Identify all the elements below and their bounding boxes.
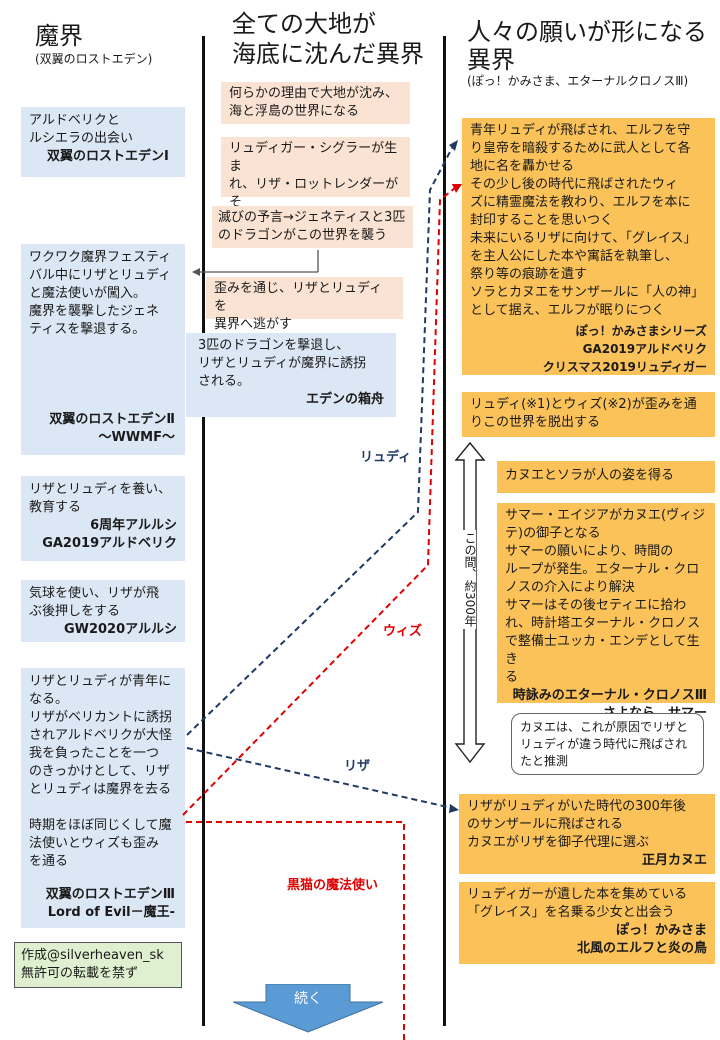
left-column-title: 魔界 [35,22,83,50]
middle-box-5-text: 3匹のドラゴンを撃退し、 リザとリュディが魔界に誘拐 される。 [198,338,367,389]
left-box-5-text: リザとリュディが青年に なる。 リザがベリカントに誘拐 されアルドベリクが大怪 … [29,674,173,869]
right-box-6: リザがリュディがいた時代の300年後 のサンザールに飛ばされる カヌエがリザを御… [459,794,715,874]
left-box-1-work: 双翼のロストエデンⅠ [47,149,169,164]
right-box-6-text: リザがリュディがいた時代の300年後 のサンザールに飛ばされる カヌエがリザを御… [467,799,686,850]
left-box-3-text: リザとリュディを養い、 教育する [29,482,172,515]
column-divider-right [443,36,446,1026]
connector-to-box-arrowhead [192,268,200,276]
left-box-1-text: アルドベリクと ルシエラの出会い [29,113,134,146]
left-box-5: リザとリュディが青年に なる。 リザがベリカントに誘拐 されアルドベリクが大怪 … [21,668,185,928]
middle-box-1: 何らかの理由で大地が沈み、 海と浮島の世界になる [221,82,410,124]
left-box-4-work: GW2020アルルシ [63,622,177,637]
right-column-title-1: 人々の願いが形になる [467,18,707,46]
middle-box-5-work: エデンの箱舟 [305,392,384,407]
timespan-label-text: この間、約300年 [463,530,477,629]
middle-box-2: リュディガー・シグラーが生ま れ、リザ・ロットレンダーがそ の婚約者となる [221,137,410,228]
column-divider-left [202,36,205,1026]
lydi-path-arrowhead [449,140,458,151]
right-box-7-text: リュディガーが遺した本を集めている 「グレイス」を名乗る少女と出会う [467,887,688,920]
right-box-6-work: 正月カヌエ [641,853,707,868]
right-column-subtitle: (ぽっ！かみさま、エターナルクロノスⅢ) [467,74,689,88]
right-box-1-text: 青年リュディが飛ばされ、エルフを守 り皇帝を暗殺するために武人として各 地に名を… [470,123,705,318]
left-column-subtitle: (双翼のロストエデン) [35,52,153,66]
left-box-2: ワクワク魔界フェスティ バル中にリザとリュディ と魔法使いが闖入。 魔界を襲撃し… [21,244,185,455]
right-box-4-text: サマー・エイジアがカヌエ(ヴィジ テ)の御子となる サマーの願いにより、時間の … [505,508,706,685]
liza-path [186,747,453,809]
middle-box-3: 滅びの予言→ジェネティスと3匹 のドラゴンがこの世界を襲う [212,206,413,248]
credit-box: 作成@silverheaven_sk 無許可の転載を禁ず [14,942,182,988]
liza-label: リザ [344,759,371,774]
left-box-5-work: 双翼のロストエデンⅢ Lord of Evil－魔王- [45,887,175,920]
right-box-4: サマー・エイジアがカヌエ(ヴィジ テ)の御子となる サマーの願いにより、時間の … [497,503,715,721]
credit-notice: 無許可の転載を禁ず [21,966,139,981]
left-box-2-text: ワクワク魔界フェスティ バル中にリザとリュディ と魔法使いが闖入。 魔界を襲撃し… [29,250,172,337]
middle-box-4: 歪みを通じ、リザとリュディを 異界へ逃がす [206,277,403,332]
left-box-4: 気球を使い、リザが飛 ぶ後押しをする GW2020アルルシ [21,580,185,642]
right-box-7: リュディガーが遺した本を集めている 「グレイス」を名乗る少女と出会う ぽっ！かみ… [459,882,715,964]
left-box-1: アルドベリクと ルシエラの出会い 双翼のロストエデンⅠ [21,107,185,177]
middle-column-title-1: 全ての大地が [232,10,376,38]
wiz-label: ウィズ [383,624,423,639]
liza-path-arrowhead [449,804,459,813]
right-callout-text: カヌエは、これが原因でリザと リュディが違う時代に飛ばされ たと推測 [520,720,689,768]
credit-author: 作成@silverheaven_sk [21,948,164,963]
blackcat-label: 黒猫の魔法使い [287,878,379,893]
right-box-7-work: ぽっ！かみさま 北風のエルフと炎の鳥 [576,923,707,956]
continue-label: 続く [294,991,322,1007]
middle-column-title-2: 海底に沈んだ異界 [232,40,424,68]
right-callout: カヌエは、これが原因でリザと リュディが違う時代に飛ばされ たと推測 [511,713,704,775]
left-box-4-text: 気球を使い、リザが飛 ぶ後押しをする [29,586,160,619]
left-box-2-work: 双翼のロストエデンⅡ ～WWMF～ [49,412,175,445]
middle-box-5: 3匹のドラゴンを撃退し、 リザとリュディが魔界に誘拐 される。 エデンの箱舟 [186,333,396,417]
continue-arrow: 続く [233,984,383,1034]
right-box-3: カヌエとソラが人の姿を得る [497,461,715,493]
left-box-3-work: 6周年アルルシ GA2019アルドベリク [42,518,177,551]
lydi-label: リュディ [360,450,412,465]
wiz-path-arrowhead [452,184,462,193]
right-box-1: 青年リュディが飛ばされ、エルフを守 り皇帝を暗殺するために武人として各 地に名を… [462,118,715,375]
right-column-title-2: 異界 [467,46,515,74]
left-box-3: リザとリュディを養い、 教育する 6周年アルルシ GA2019アルドベリク [21,476,185,561]
right-box-1-work: ぽっ！かみさまシリーズ GA2019アルドベリク クリスマス2019リュディガー [542,324,707,374]
right-box-2: リュディ(※1)とウィズ(※2)が歪みを通 りこの世界を脱出する [462,392,715,437]
